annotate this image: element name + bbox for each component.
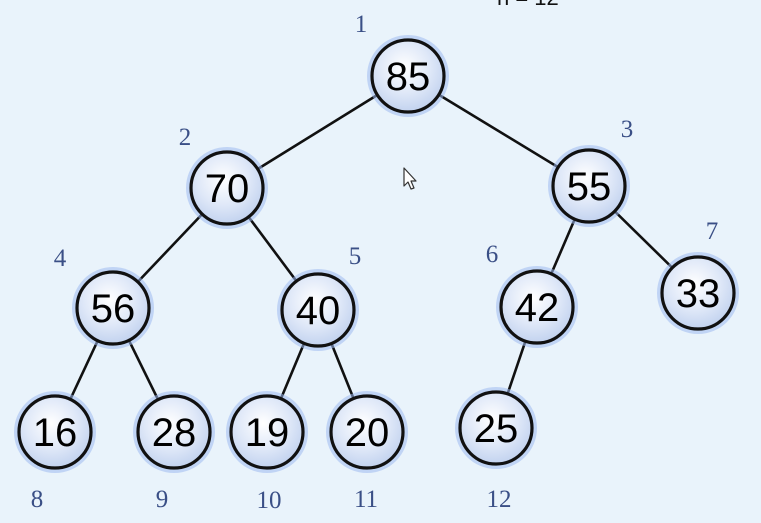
node-circle — [229, 394, 305, 470]
heap-node: 55 3 — [548, 116, 633, 227]
node-value: 42 — [515, 286, 560, 330]
mouse-pointer-icon — [403, 167, 417, 190]
header-fragment: n = 12 — [497, 0, 559, 10]
node-circle — [499, 269, 575, 345]
node-circle — [75, 270, 151, 346]
node-index-label: 11 — [354, 486, 378, 513]
node-value: 33 — [676, 272, 721, 316]
heap-node: 56 4 — [54, 245, 154, 349]
node-value: 19 — [245, 411, 290, 455]
node-index-label: 8 — [31, 486, 44, 513]
node-value: 56 — [91, 287, 136, 331]
node-index-label: 12 — [487, 486, 512, 513]
node-circle — [458, 390, 534, 466]
node-value: 28 — [152, 411, 197, 455]
heap-node: 42 6 — [486, 241, 578, 348]
heap-node: 28 9 — [133, 391, 215, 513]
heap-node: 16 8 — [14, 391, 96, 513]
node-circle — [189, 150, 265, 226]
node-circle — [329, 394, 405, 470]
node-index-label: 3 — [621, 116, 634, 143]
heap-node: 40 5 — [277, 243, 361, 351]
edges-layer — [53, 74, 699, 433]
node-index-label: 7 — [706, 218, 719, 245]
node-circle — [17, 394, 93, 470]
node-index-label: 6 — [486, 241, 499, 268]
node-circle — [370, 38, 446, 114]
node-value: 20 — [345, 411, 390, 455]
node-circle — [136, 394, 212, 470]
node-value: 70 — [205, 167, 250, 211]
node-index-label: 9 — [156, 486, 169, 513]
node-circle — [280, 272, 356, 348]
heap-node: 85 1 — [355, 11, 449, 117]
node-index-label: 2 — [179, 124, 192, 151]
node-value: 40 — [296, 289, 341, 333]
node-value: 25 — [474, 407, 519, 451]
node-index-label: 10 — [257, 487, 282, 514]
heap-node: 25 12 — [455, 387, 537, 513]
heap-node: 33 7 — [657, 218, 739, 334]
node-value: 55 — [567, 165, 612, 209]
node-value: 16 — [33, 411, 78, 455]
node-index-label: 4 — [54, 245, 67, 272]
node-value: 85 — [386, 55, 431, 99]
heap-node: 70 2 — [179, 124, 268, 229]
node-index-label: 5 — [349, 243, 362, 270]
node-index-label: 1 — [355, 11, 368, 38]
node-circle — [660, 255, 736, 331]
node-circle — [551, 148, 627, 224]
